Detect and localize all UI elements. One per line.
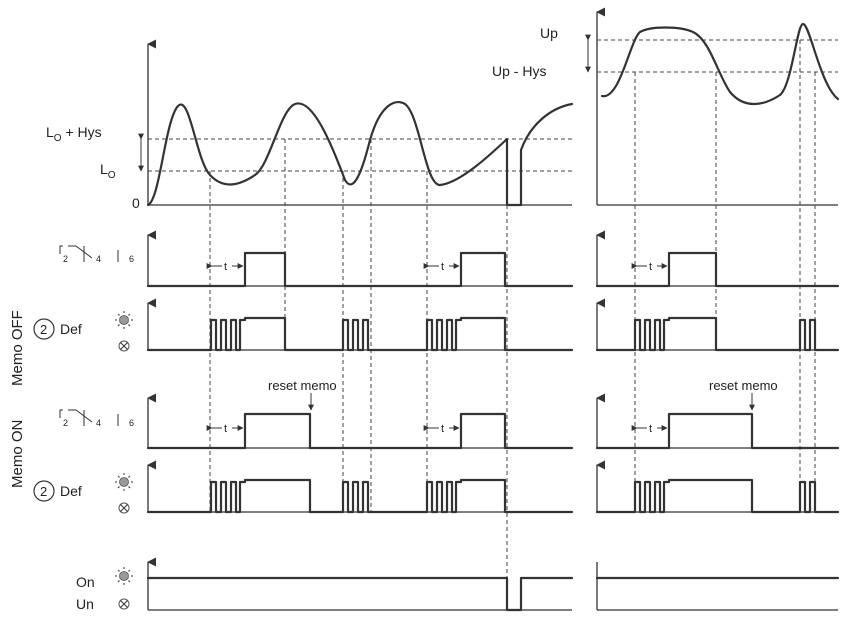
reset-memo-label-left: reset memo <box>268 378 337 393</box>
memo-off-label: Memo OFF <box>9 310 26 386</box>
led-indicator-memo-off: 2 Def <box>33 318 82 340</box>
delay-t-markers-memo-off: t t <box>206 260 460 273</box>
signal-axes-right <box>596 7 838 206</box>
svg-text:t: t <box>649 261 652 273</box>
led-axes-right-memo-on <box>596 460 838 513</box>
svg-text:Def: Def <box>60 483 82 499</box>
relay-trace-right-memo-on <box>595 412 840 450</box>
delay-t-markers-memo-on: t t <box>206 422 460 435</box>
svg-text:t: t <box>224 261 227 273</box>
svg-text:t: t <box>649 423 652 435</box>
led-off-icon <box>118 340 130 352</box>
relay-trace-memo-off <box>146 251 574 288</box>
svg-text:Un: Un <box>76 596 94 612</box>
relay-trace-right-memo-off <box>595 251 840 288</box>
svg-text:6: 6 <box>129 418 134 428</box>
svg-text:On: On <box>76 574 95 590</box>
time-markers-right <box>634 40 816 512</box>
led-trace-right-memo-on <box>595 478 840 514</box>
signal-trace-right <box>600 22 840 106</box>
label-up: Up <box>540 25 558 41</box>
label-lo-hys: LO + Hys <box>46 124 102 144</box>
led-trace-memo-on <box>146 478 574 514</box>
led-trace-memo-off <box>146 316 574 352</box>
svg-text:t: t <box>224 423 227 435</box>
relay-axes-right-memo-off <box>596 230 838 287</box>
label-lo: LO <box>100 161 116 181</box>
time-markers-left <box>209 139 508 610</box>
relay-trace-memo-on <box>146 412 574 450</box>
svg-text:2: 2 <box>63 418 68 428</box>
signal-trace-left <box>146 100 574 207</box>
label-up-hys: Up - Hys <box>492 63 546 79</box>
label-zero: 0 <box>132 195 140 211</box>
svg-text:t: t <box>441 423 444 435</box>
svg-text:2: 2 <box>63 254 68 264</box>
relay-symbol-memo-off: 2 4 6 <box>59 245 134 264</box>
svg-text:6: 6 <box>129 254 134 264</box>
relay-axes-memo-off <box>147 230 572 287</box>
relay-axes-memo-on <box>147 393 572 449</box>
svg-text:4: 4 <box>96 418 101 428</box>
led-on-icon <box>115 567 133 585</box>
delay-t-marker-right-memo-off: t <box>631 260 668 273</box>
power-trace-left <box>146 576 574 612</box>
led-trace-right-memo-off <box>595 316 840 352</box>
svg-text:2: 2 <box>40 322 47 337</box>
led-off-icon <box>118 598 130 610</box>
led-on-icon <box>115 473 133 491</box>
relay-symbol-memo-on: 2 4 6 <box>59 409 134 428</box>
power-axes-right <box>596 562 838 611</box>
svg-text:t: t <box>441 261 444 273</box>
svg-text:4: 4 <box>96 254 101 264</box>
led-indicator-memo-on: 2 Def <box>33 480 82 502</box>
relay-axes-right-memo-on <box>596 393 838 449</box>
power-indicator: On Un <box>76 574 95 612</box>
reset-memo-label-right: reset memo <box>709 378 778 393</box>
svg-text:2: 2 <box>40 484 47 499</box>
led-axes-right-memo-off <box>596 298 838 351</box>
delay-t-marker-right-memo-on: t <box>631 422 668 435</box>
svg-text:Def: Def <box>60 321 82 337</box>
led-off-icon <box>118 502 130 514</box>
memo-on-label: Memo ON <box>9 420 26 488</box>
power-axes-left <box>147 557 572 611</box>
signal-axes-left <box>147 39 572 206</box>
led-on-icon <box>115 311 133 329</box>
